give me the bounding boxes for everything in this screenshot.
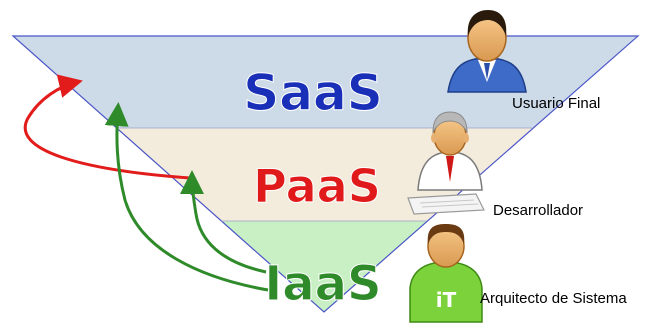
role-label-arquitecto: Arquitecto de Sistema <box>480 290 627 307</box>
role-label-usuario-final: Usuario Final <box>512 95 601 112</box>
red-arrow <box>23 74 191 180</box>
it-architect-icon: iT <box>409 224 483 323</box>
it-badge: iT <box>436 288 457 312</box>
role-label-desarrollador: Desarrollador <box>493 202 584 219</box>
business-user-icon <box>447 10 527 93</box>
iaas-label: IaaS <box>264 256 381 312</box>
green-arrow-long <box>104 102 269 292</box>
developer-at-keyboard-icon <box>407 111 485 215</box>
stack-outline <box>11 35 640 313</box>
paas-label: PaaS <box>253 159 381 213</box>
saas-label: SaaS <box>243 64 383 122</box>
green-arrow-short <box>180 170 267 274</box>
